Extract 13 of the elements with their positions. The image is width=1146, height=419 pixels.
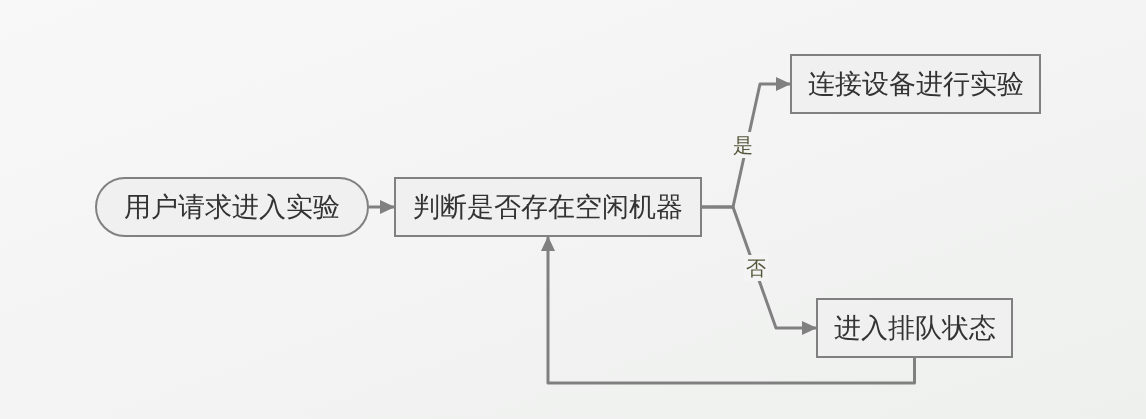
process-box	[394, 177, 702, 237]
arrow	[702, 205, 817, 335]
arrow	[369, 200, 395, 214]
node-label: 连接设备进行实验	[807, 67, 1024, 101]
node-label: 用户请求进入实验	[124, 190, 340, 224]
start-terminal	[95, 177, 369, 237]
node-label: 进入排队状态	[833, 311, 996, 345]
process-box	[816, 298, 1013, 358]
edge-label: 是	[731, 132, 755, 158]
node-label: 判断是否存在空闲机器	[413, 190, 683, 224]
process-box	[790, 54, 1041, 114]
arrow	[541, 236, 916, 385]
edge-label: 否	[744, 255, 768, 281]
